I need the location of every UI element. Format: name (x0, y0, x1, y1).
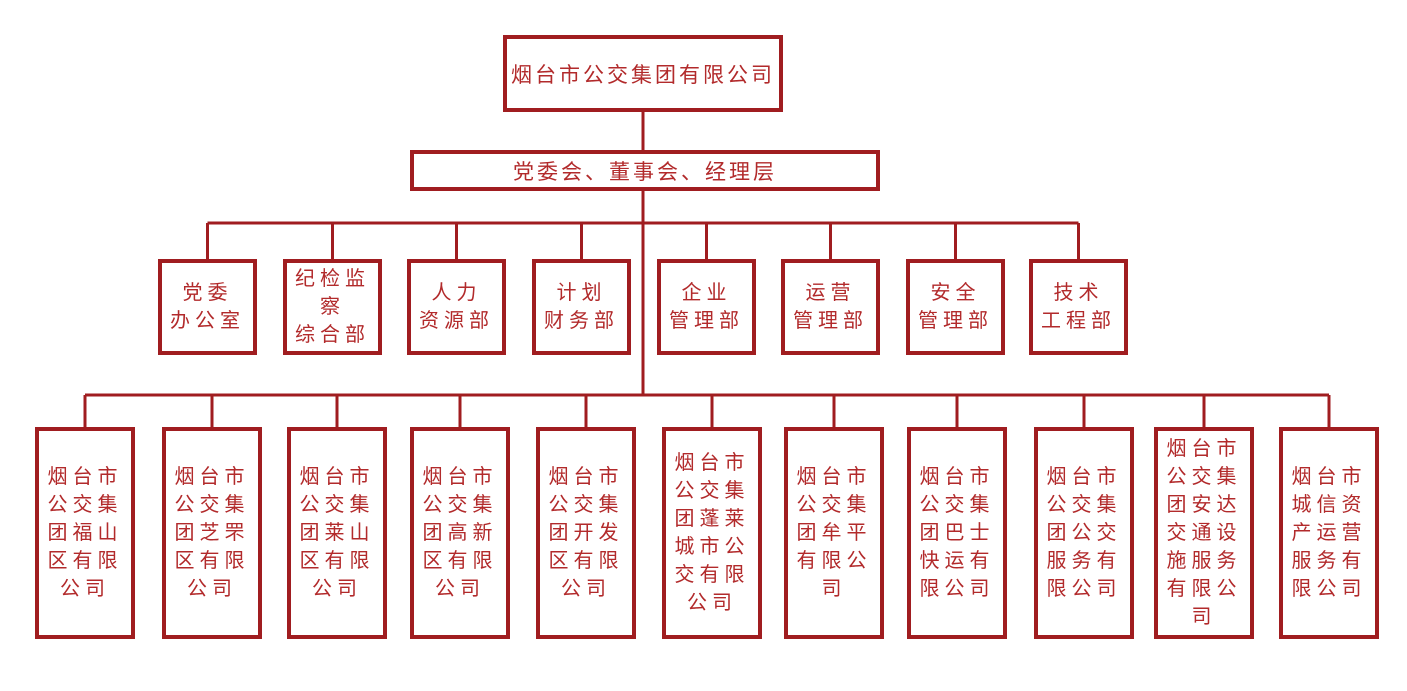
department-box-operations-management: 运营 管理部 (781, 259, 880, 355)
governance-label: 党委会、董事会、经理层 (513, 159, 777, 184)
subsidiary-box-zhifu: 烟台市 公交集 团芝罘 区有限 公司 (162, 427, 262, 639)
department-box-planning-finance: 计划 财务部 (532, 259, 631, 355)
department-box-safety-management: 安全 管理部 (906, 259, 1005, 355)
subsidiary-box-kaifa: 烟台市 公交集 团开发 区有限 公司 (536, 427, 636, 639)
subsidiary-box-penglai: 烟台市 公交集 团蓬莱 城市公 交有限 公司 (662, 427, 762, 639)
root-company-label: 烟台市公交集团有限公司 (511, 62, 775, 87)
subsidiary-label: 烟台市 公交集 团高新 区有限 公司 (422, 466, 498, 600)
department-label: 人力 资源部 (419, 282, 494, 332)
subsidiary-label: 烟台市 城信资 产运营 服务有 限公司 (1291, 466, 1367, 600)
subsidiary-label: 烟台市 公交集 团莱山 区有限 公司 (299, 466, 375, 600)
department-label: 运营 管理部 (793, 282, 868, 332)
department-label: 纪检监 察 综合部 (295, 268, 370, 346)
subsidiary-box-chengxin-asset: 烟台市 城信资 产运营 服务有 限公司 (1279, 427, 1379, 639)
subsidiary-label: 烟台市 公交集 团开发 区有限 公司 (548, 466, 624, 600)
department-label: 计划 财务部 (544, 282, 619, 332)
subsidiary-box-fushan: 烟台市 公交集 团福山 区有限 公司 (35, 427, 135, 639)
subsidiary-box-laishan: 烟台市 公交集 团莱山 区有限 公司 (287, 427, 387, 639)
department-box-technology-engineering: 技术 工程部 (1029, 259, 1128, 355)
subsidiary-box-anda-traffic-facilities: 烟台市 公交集 团安达 交通设 施服务 有限公 司 (1154, 427, 1254, 639)
subsidiary-box-muping: 烟台市 公交集 团牟平 有限公 司 (784, 427, 884, 639)
subsidiary-label: 烟台市 公交集 团牟平 有限公 司 (796, 466, 872, 600)
subsidiary-label: 烟台市 公交集 团巴士 快运有 限公司 (919, 466, 995, 600)
subsidiary-box-bus-express: 烟台市 公交集 团巴士 快运有 限公司 (907, 427, 1007, 639)
root-company-box: 烟台市公交集团有限公司 (503, 35, 783, 112)
subsidiary-label: 烟台市 公交集 团芝罘 区有限 公司 (174, 466, 250, 600)
department-box-party-committee-office: 党委 办公室 (158, 259, 257, 355)
department-box-enterprise-management: 企业 管理部 (657, 259, 756, 355)
subsidiary-box-transit-service: 烟台市 公交集 团公交 服务有 限公司 (1034, 427, 1134, 639)
subsidiary-label: 烟台市 公交集 团蓬莱 城市公 交有限 公司 (674, 452, 750, 614)
governance-box: 党委会、董事会、经理层 (410, 150, 880, 191)
department-label: 安全 管理部 (918, 282, 993, 332)
subsidiary-label: 烟台市 公交集 团公交 服务有 限公司 (1046, 466, 1122, 600)
department-label: 党委 办公室 (170, 282, 245, 332)
subsidiary-label: 烟台市 公交集 团安达 交通设 施服务 有限公 司 (1166, 438, 1242, 628)
department-label: 企业 管理部 (669, 282, 744, 332)
department-box-human-resources: 人力 资源部 (407, 259, 506, 355)
department-label: 技术 工程部 (1041, 282, 1116, 332)
subsidiary-label: 烟台市 公交集 团福山 区有限 公司 (47, 466, 123, 600)
subsidiary-box-gaoxin: 烟台市 公交集 团高新 区有限 公司 (410, 427, 510, 639)
department-box-discipline-inspection: 纪检监 察 综合部 (283, 259, 382, 355)
